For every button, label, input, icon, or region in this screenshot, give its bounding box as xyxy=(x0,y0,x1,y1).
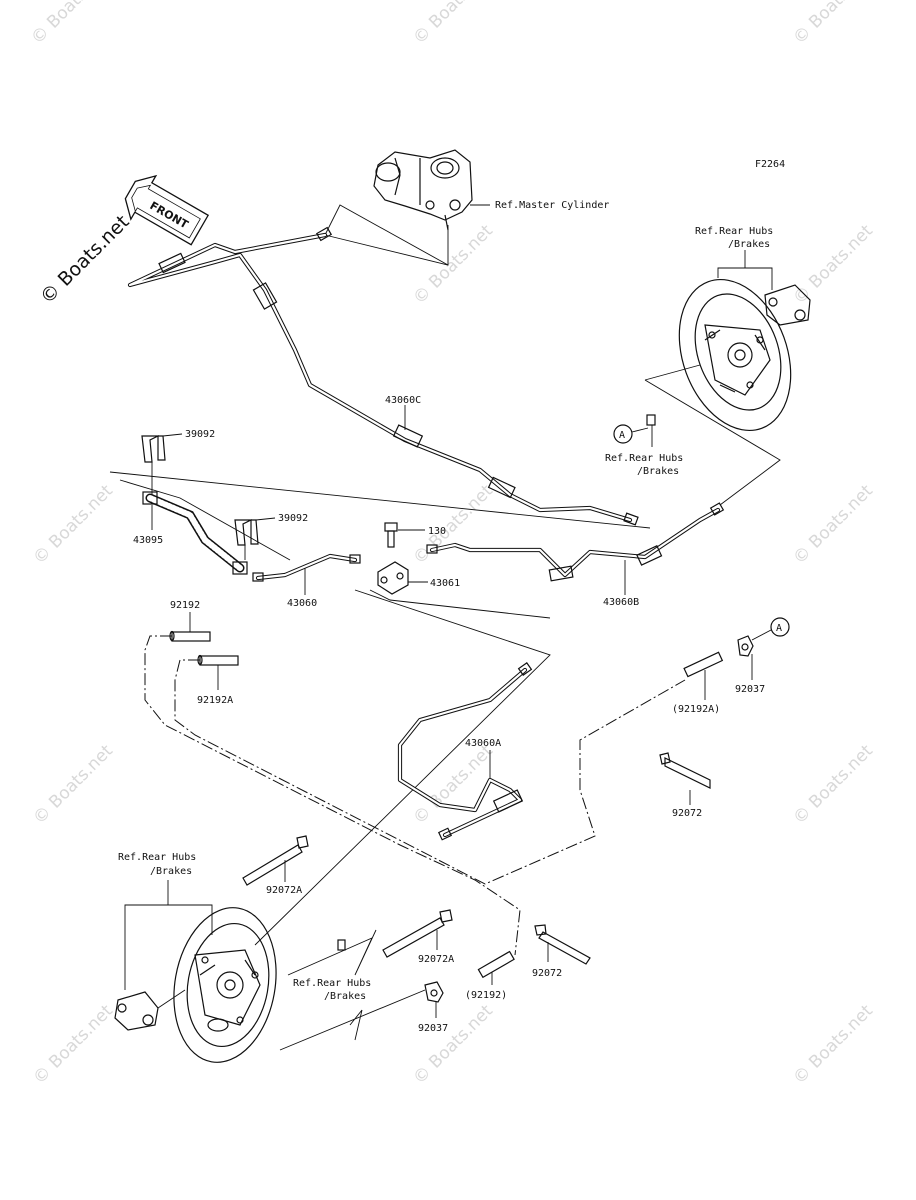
part-43095: 43095 xyxy=(133,535,163,546)
ref-rear-hubs-left: Ref.Rear Hubs xyxy=(118,852,196,863)
brake-pipe-43060A: 43060A xyxy=(397,662,533,841)
reference-mark-a-text: A xyxy=(776,623,782,634)
part-43060B: 43060B xyxy=(603,597,639,608)
rear-drum-top: Ref.Rear Hubs /Brakes xyxy=(678,226,811,432)
watermark: © Boats.net xyxy=(409,481,497,569)
rear-drum-bottom: Ref.Rear Hubs /Brakes xyxy=(114,852,277,1063)
leader-line xyxy=(751,629,772,641)
ref-rear-hubs-bottom: Ref.Rear Hubs xyxy=(293,978,371,989)
watermark: © Boats.net xyxy=(29,1001,117,1089)
part-43060C: 43060C xyxy=(385,395,421,406)
front-arrow: FRONT xyxy=(124,174,210,246)
part-130: 130 xyxy=(428,526,446,537)
watermark-logo: © Boats.net xyxy=(36,211,134,309)
figure-code: F2264 xyxy=(755,159,785,170)
brake-pipe-43060B: 43060B xyxy=(426,502,725,608)
brake-pipe-43060C: 43060C xyxy=(127,226,639,526)
hose-92192A: 92192A xyxy=(197,654,239,706)
ref-rear-hubs-top: Ref.Rear Hubs xyxy=(695,226,773,237)
ref-rear-hubs-top-sub: /Brakes xyxy=(728,239,770,250)
wheel-cylinder-bottom xyxy=(114,991,159,1031)
part-92072A-left: 92072A xyxy=(266,885,302,896)
leader-line xyxy=(324,204,449,266)
part-43061: 43061 xyxy=(430,578,460,589)
reference-line xyxy=(644,364,781,506)
master-cylinder: Ref.Master Cylinder xyxy=(373,149,609,231)
cable-tie-92072A-mid: 92072A xyxy=(382,909,454,965)
wheel-cylinder-top xyxy=(764,284,811,326)
reference-line xyxy=(119,479,291,561)
cable-tie-92072-bottom: 92072 xyxy=(532,924,591,979)
part-39092-b: 39092 xyxy=(278,513,308,524)
part-43060A: 43060A xyxy=(465,738,501,749)
watermark: © Boats.net xyxy=(409,0,497,49)
part-92192A: 92192A xyxy=(197,695,233,706)
part-92037-right: 92037 xyxy=(735,684,765,695)
part-92192: 92192 xyxy=(170,600,200,611)
reference-line xyxy=(287,929,377,976)
cable-tie-92072-right: 92072 xyxy=(659,752,711,819)
hose-92192-bottom: (92192) xyxy=(465,950,515,1001)
brake-pipe-43060: 43060 xyxy=(252,553,361,609)
watermark: © Boats.net xyxy=(29,741,117,829)
watermark: © Boats.net xyxy=(789,0,877,49)
bolt-130: 130 xyxy=(384,522,446,548)
part-43060: 43060 xyxy=(287,598,317,609)
watermark: © Boats.net xyxy=(789,741,877,829)
reference-line xyxy=(369,589,551,619)
watermark: © Boats.net xyxy=(409,221,497,309)
watermark: © Boats.net xyxy=(409,1001,497,1089)
reference-mark-a xyxy=(770,617,790,637)
ref-rear-hubs-mid-sub: /Brakes xyxy=(637,466,679,477)
hose-92192: 92192 xyxy=(169,600,211,642)
ref-master-cylinder: Ref.Master Cylinder xyxy=(495,200,609,211)
reference-line xyxy=(254,589,551,946)
clip-39092-b: 39092 xyxy=(234,513,308,560)
watermark: © Boats.net xyxy=(789,481,877,569)
hose-92192A-right: (92192A) xyxy=(672,651,724,715)
reference-line xyxy=(109,471,651,529)
watermark: © Boats.net xyxy=(789,1001,877,1089)
part-92072-bottom: 92072 xyxy=(532,968,562,979)
hose-route xyxy=(144,635,521,956)
part-92072A-mid: 92072A xyxy=(418,954,454,965)
bleeder-fitting xyxy=(337,939,346,951)
brake-hose-43095: 43095 xyxy=(133,491,248,575)
joint-43061: 43061 xyxy=(377,561,460,595)
ref-rear-hubs-bottom-sub: /Brakes xyxy=(324,991,366,1002)
ref-rear-hubs-mid: Ref.Rear Hubs xyxy=(605,453,683,464)
clip-39092-a: 39092 xyxy=(141,429,215,495)
watermark: © Boats.net xyxy=(27,0,115,49)
reference-line xyxy=(279,989,426,1051)
reference-mark-a xyxy=(613,424,633,444)
clamp-92037-bottom: 92037 xyxy=(418,981,448,1034)
leader-line xyxy=(631,427,649,433)
clamp-92037-right: 92037 xyxy=(735,635,765,695)
part-92192-paren: (92192) xyxy=(465,990,507,1001)
part-92192A-paren: (92192A) xyxy=(672,704,720,715)
watermark: © Boats.net xyxy=(29,481,117,569)
part-92037-bottom: 92037 xyxy=(418,1023,448,1034)
cable-tie-92072A-left: 92072A xyxy=(242,835,309,896)
ref-rear-hubs-left-sub: /Brakes xyxy=(150,866,192,877)
watermark: © Boats.net xyxy=(789,221,877,309)
part-92072-right: 92072 xyxy=(672,808,702,819)
reference-mark-a-text: A xyxy=(619,430,625,441)
bleeder-fitting xyxy=(646,414,656,426)
part-39092-a: 39092 xyxy=(185,429,215,440)
hose-route xyxy=(174,659,686,885)
